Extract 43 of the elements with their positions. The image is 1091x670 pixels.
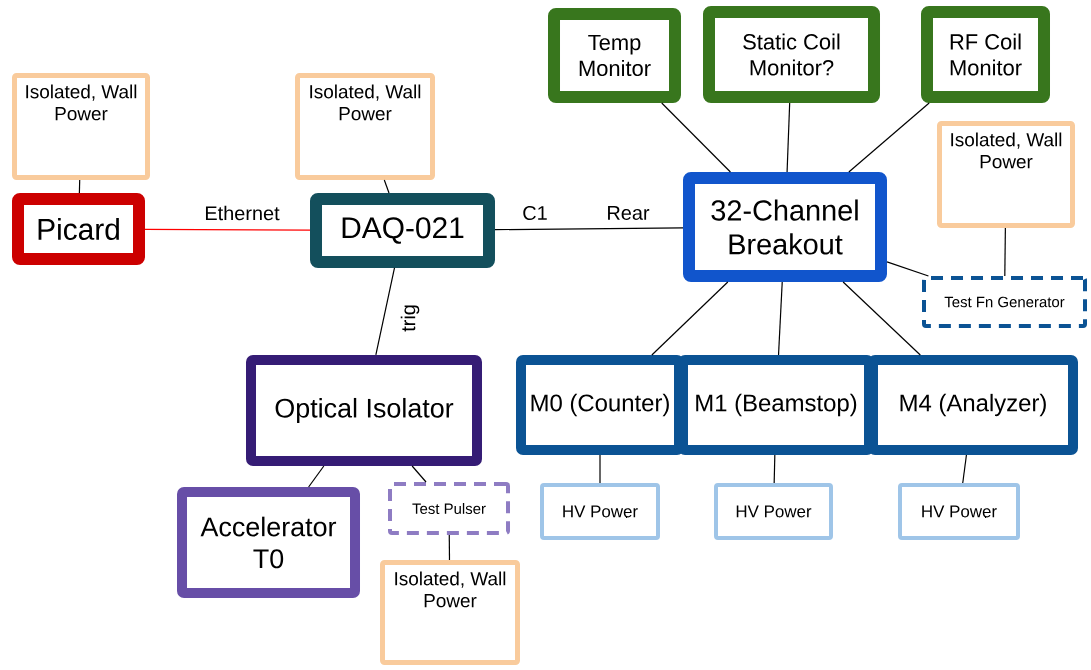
port-label: Rear <box>608 206 650 220</box>
connector-line <box>383 179 390 194</box>
connector-line <box>448 534 451 561</box>
edge-label: trig <box>400 305 420 332</box>
connector-line <box>842 281 921 356</box>
connector-line <box>848 102 930 173</box>
connector-line <box>777 281 783 356</box>
connector-line <box>375 267 396 356</box>
module-box: M4 (Analyzer) <box>868 355 1078 455</box>
connector-line <box>78 179 81 194</box>
power-supply-box: HV Power <box>898 483 1020 540</box>
power-box: Isolated, Wall Power <box>295 73 435 180</box>
edge-label: Ethernet <box>206 205 280 221</box>
power-supply-box: HV Power <box>540 483 660 540</box>
pulser-box: Test Pulser <box>388 482 510 535</box>
connector-line <box>308 465 325 488</box>
connector-line <box>411 465 427 483</box>
connector-line <box>773 454 776 484</box>
connector-line <box>599 454 601 484</box>
connector-line <box>962 454 968 484</box>
isolator-box: Optical Isolator <box>246 355 482 466</box>
connector-line <box>886 261 930 277</box>
daq-box: DAQ-021 <box>310 193 495 268</box>
connector-line <box>144 228 311 231</box>
breakout-box: 32-Channel Breakout <box>683 172 887 282</box>
monitor-box: Temp Monitor <box>548 8 681 103</box>
generator-box: Test Fn Generator <box>922 276 1087 328</box>
power-box: Isolated, Wall Power <box>12 73 150 180</box>
power-box: Isolated, Wall Power <box>937 121 1075 228</box>
monitor-box: Static Coil Monitor? <box>703 6 880 103</box>
power-supply-box: HV Power <box>714 483 833 540</box>
monitor-box: RF Coil Monitor <box>921 6 1050 103</box>
connector-line <box>786 102 791 173</box>
connector-line <box>1004 227 1006 277</box>
module-box: M0 (Counter) <box>516 355 684 455</box>
connector-line <box>661 102 732 173</box>
computer-box: Picard <box>12 193 145 265</box>
trigger-box: Accelerator T0 <box>177 487 360 598</box>
port-label: C1 <box>523 205 547 221</box>
module-box: M1 (Beamstop) <box>678 355 874 455</box>
connector-line <box>494 227 684 231</box>
connector-line <box>651 281 729 356</box>
power-box: Isolated, Wall Power <box>380 560 520 665</box>
